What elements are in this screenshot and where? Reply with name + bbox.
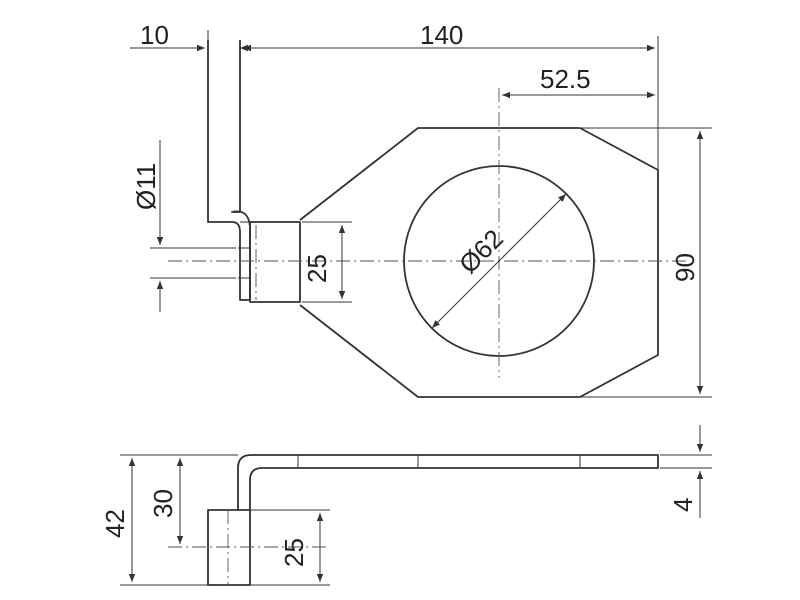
dim-hole-large: Ø62 bbox=[453, 223, 509, 279]
dim-hole-small: Ø11 bbox=[131, 163, 161, 210]
dim-total-height: 42 bbox=[100, 509, 130, 538]
dim-total-width: 90 bbox=[670, 253, 700, 282]
lug-block bbox=[249, 221, 301, 303]
side-strip bbox=[237, 454, 659, 510]
bent-strip bbox=[207, 40, 251, 301]
dim-total-length: 140 bbox=[420, 20, 463, 50]
dim-hole-offset: 52.5 bbox=[540, 64, 591, 94]
plate-outline bbox=[299, 127, 659, 398]
top-view: 10 140 52.5 Ø11 25 Ø62 90 bbox=[130, 20, 712, 398]
side-view: 42 30 25 4 bbox=[100, 425, 712, 586]
dim-line-62 bbox=[431, 193, 567, 329]
dim-lug-height: 25 bbox=[302, 254, 332, 283]
dim-lug-thickness: 10 bbox=[140, 20, 169, 50]
dim-offset-height: 30 bbox=[148, 489, 178, 518]
dim-side-lug-height: 25 bbox=[279, 538, 309, 567]
side-lug-block bbox=[207, 509, 251, 586]
dim-thickness: 4 bbox=[668, 498, 698, 512]
